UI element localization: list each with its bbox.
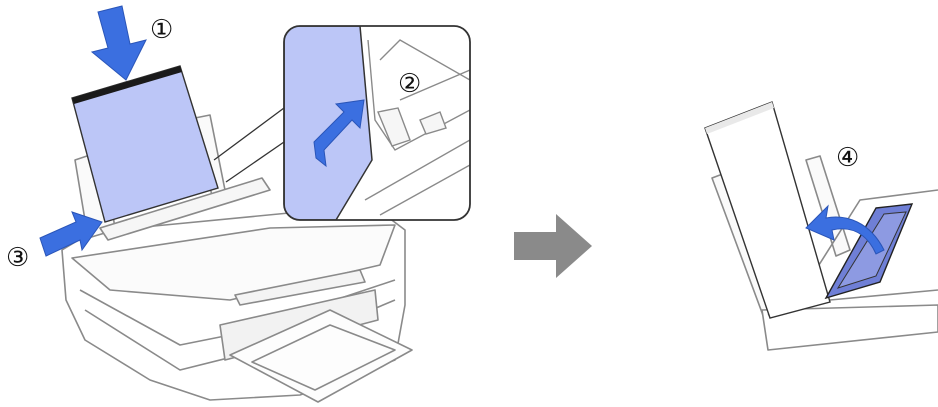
- arrow-right-icon: [514, 214, 592, 278]
- slide-guide-arrow-icon: [313, 99, 365, 168]
- paper-stack-right: [704, 101, 831, 319]
- paper-stack-left: [71, 65, 219, 223]
- output-tray-extension: [824, 203, 914, 300]
- step-1-label: ①: [150, 15, 173, 45]
- step-2-label: ②: [398, 69, 421, 99]
- arrow-down-icon: [90, 5, 147, 81]
- printer-left: [61, 114, 413, 403]
- edge-guide-arrow-icon: [39, 211, 103, 257]
- step-4-label: ④: [836, 143, 859, 173]
- step-3-label: ③: [6, 243, 29, 273]
- callout-leader-lines: [213, 107, 285, 183]
- curved-arrow-icon: [805, 204, 885, 255]
- zoom-callout: [283, 25, 471, 221]
